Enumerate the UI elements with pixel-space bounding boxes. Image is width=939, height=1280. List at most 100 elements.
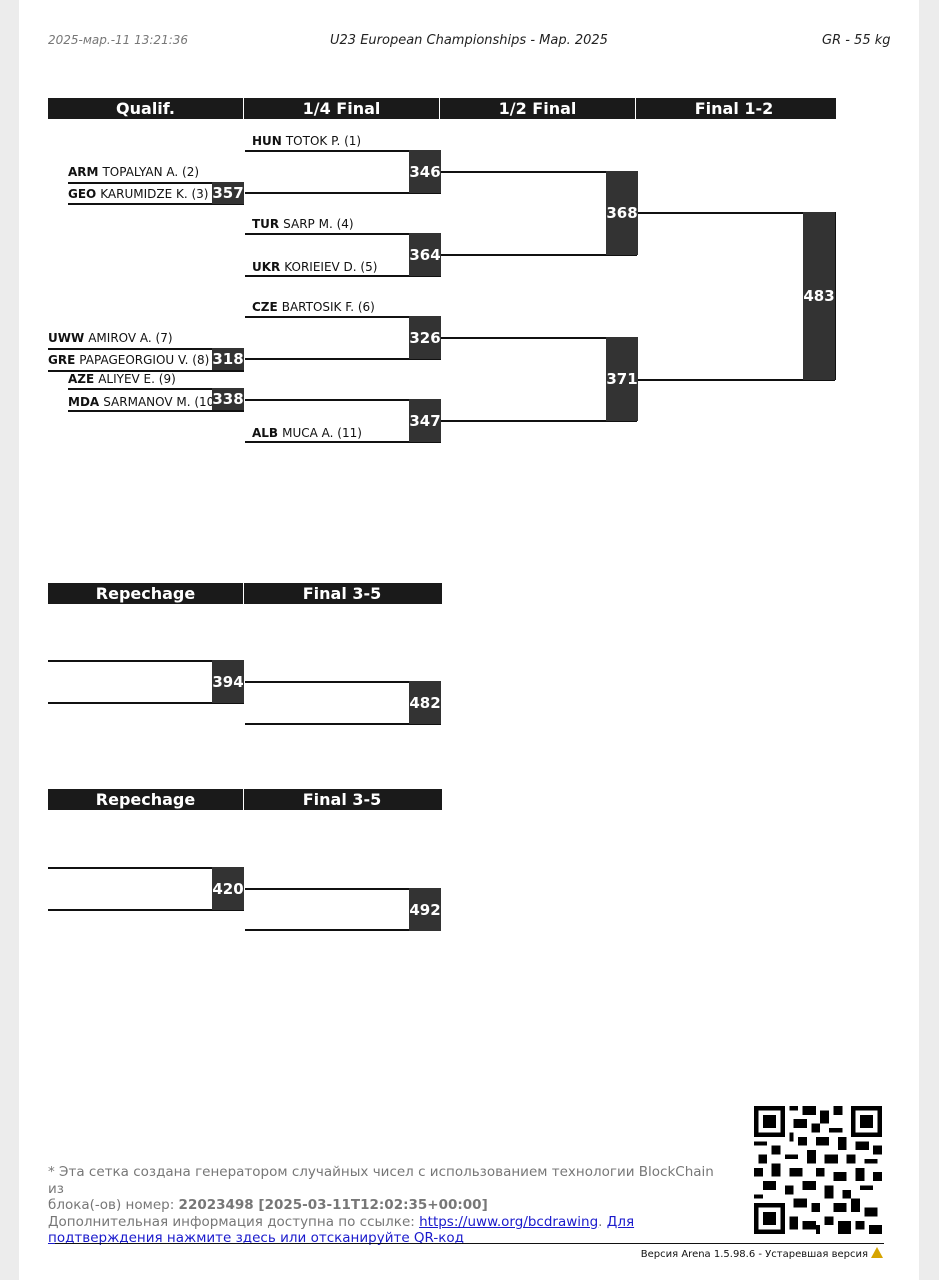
bout-number[interactable]: 364 xyxy=(409,233,441,276)
athlete-country: UWW xyxy=(48,331,85,345)
athlete-name: TOTOK P. (1) xyxy=(285,134,362,148)
bracket-line xyxy=(441,337,637,339)
bout-number[interactable]: 394 xyxy=(212,660,244,703)
bout-number[interactable]: 483 xyxy=(803,212,835,380)
bracket-line xyxy=(68,388,244,390)
bracket-line xyxy=(245,358,441,360)
bracket-line xyxy=(245,441,441,443)
warning-icon xyxy=(871,1247,883,1258)
bracket-line xyxy=(48,867,244,869)
bracket-line xyxy=(441,254,637,256)
confirm-link[interactable]: Для подтверждения нажмите здесь или отск… xyxy=(48,1213,635,1247)
column-final-1-2: Final 1-2 xyxy=(694,99,774,118)
bcdrawing-link[interactable]: https://uww.org/bcdrawing xyxy=(419,1213,599,1230)
bout-number[interactable]: 347 xyxy=(409,399,441,442)
bracket-line xyxy=(245,929,441,931)
version-info: Версия Arena 1.5.98.6 - Устаревшая верси… xyxy=(641,1246,883,1260)
bracket-line xyxy=(48,702,244,704)
bout-number[interactable]: 326 xyxy=(409,316,441,359)
main-bracket-header: Qualif. 1/4 Final 1/2 Final Final 1-2 xyxy=(48,98,836,119)
column-final-3-5: Final 3-5 xyxy=(302,790,382,809)
block-number: 22023498 [2025-03-11T12:02:35+00:00] xyxy=(178,1197,488,1213)
bout-number[interactable]: 420 xyxy=(212,867,244,910)
note-prefix: Дополнительная информация доступна по сс… xyxy=(48,1213,420,1230)
bracket-line xyxy=(245,681,441,683)
athlete-country: AZE xyxy=(68,372,95,386)
bracket-line xyxy=(68,203,244,205)
note-line-1: * Эта сетка создана генератором случайны… xyxy=(48,1164,714,1197)
athlete-name: BARTOSIK F. (6) xyxy=(281,300,375,314)
column-repechage: Repechage xyxy=(48,583,244,604)
athlete-name: PAPAGEORGIOU V. (8) xyxy=(79,353,210,367)
athlete-country: CZE xyxy=(252,300,278,314)
athlete-country: ARM xyxy=(68,165,99,179)
bout-number[interactable]: 371 xyxy=(606,337,638,421)
column-quarter-final: 1/4 Final xyxy=(244,98,440,119)
column-semi-final: 1/2 Final xyxy=(440,98,636,119)
version-text: Версия Arena 1.5.98.6 - Устаревшая верси… xyxy=(640,1249,868,1260)
athlete-name: ALIYEV E. (9) xyxy=(98,372,176,386)
bout-number[interactable]: 482 xyxy=(409,681,441,724)
athlete-country: MDA xyxy=(68,395,100,409)
print-timestamp: 2025-мар.-11 13:21:36 xyxy=(48,33,189,47)
athlete-name: AMIROV A. (7) xyxy=(88,331,173,345)
bracket-line xyxy=(637,212,835,214)
note-line-3: Дополнительная информация доступна по сс… xyxy=(48,1213,635,1247)
bracket-line xyxy=(245,399,441,401)
bout-number[interactable]: 338 xyxy=(212,388,244,410)
bracket-line xyxy=(245,150,441,152)
bracket-line xyxy=(245,888,441,890)
bracket-line xyxy=(441,171,637,173)
note-line-2: блока(-ов) номер: 22023498 [2025-03-11T1… xyxy=(48,1197,728,1214)
athlete-name: MUCA A. (11) xyxy=(282,426,362,440)
bracket-line xyxy=(48,909,244,911)
athlete-country: UKR xyxy=(252,260,281,274)
column-final-3-5: Final 3-5 xyxy=(302,584,382,603)
bout-number[interactable]: 492 xyxy=(409,888,441,931)
athlete-name: SARP M. (4) xyxy=(283,217,354,231)
repechage-header: Repechage Final 3-5 xyxy=(48,789,442,810)
bracket-line xyxy=(441,420,637,422)
athlete-name: TOPALYAN A. (2) xyxy=(102,165,200,179)
bout-number[interactable]: 318 xyxy=(212,348,244,370)
athlete-country: GEO xyxy=(68,187,97,201)
athlete-country: GRE xyxy=(48,353,76,367)
qr-code-icon[interactable] xyxy=(754,1106,882,1234)
athlete-country: ALB xyxy=(252,426,279,440)
athlete-country: TUR xyxy=(252,217,280,231)
footer-rule xyxy=(55,1243,884,1244)
bracket-line xyxy=(245,233,441,235)
blockchain-note: * Эта сетка создана генератором случайны… xyxy=(48,1164,728,1247)
bracket-line xyxy=(245,316,441,318)
column-repechage: Repechage xyxy=(48,789,244,810)
bracket-line xyxy=(68,410,244,412)
bracket-line xyxy=(637,379,835,381)
bracket-line xyxy=(245,192,441,194)
bout-number[interactable]: 368 xyxy=(606,171,638,255)
note-prefix: блока(-ов) номер: xyxy=(48,1197,179,1213)
bout-number[interactable]: 346 xyxy=(409,150,441,193)
bracket-line xyxy=(48,370,244,372)
athlete-name: SARMANOV M. (10 xyxy=(103,395,215,409)
bracket-line xyxy=(245,275,441,277)
bracket-line xyxy=(245,723,441,725)
athlete-name: KORIEIEV D. (5) xyxy=(284,260,378,274)
athlete-name: KARUMIDZE K. (3) xyxy=(100,187,209,201)
repechage-header: Repechage Final 3-5 xyxy=(48,583,442,604)
column-qualif: Qualif. xyxy=(48,98,244,119)
bracket-line xyxy=(48,348,244,350)
bracket-line xyxy=(48,660,244,662)
bout-number[interactable]: 357 xyxy=(212,182,244,204)
bracket-line xyxy=(68,182,244,184)
